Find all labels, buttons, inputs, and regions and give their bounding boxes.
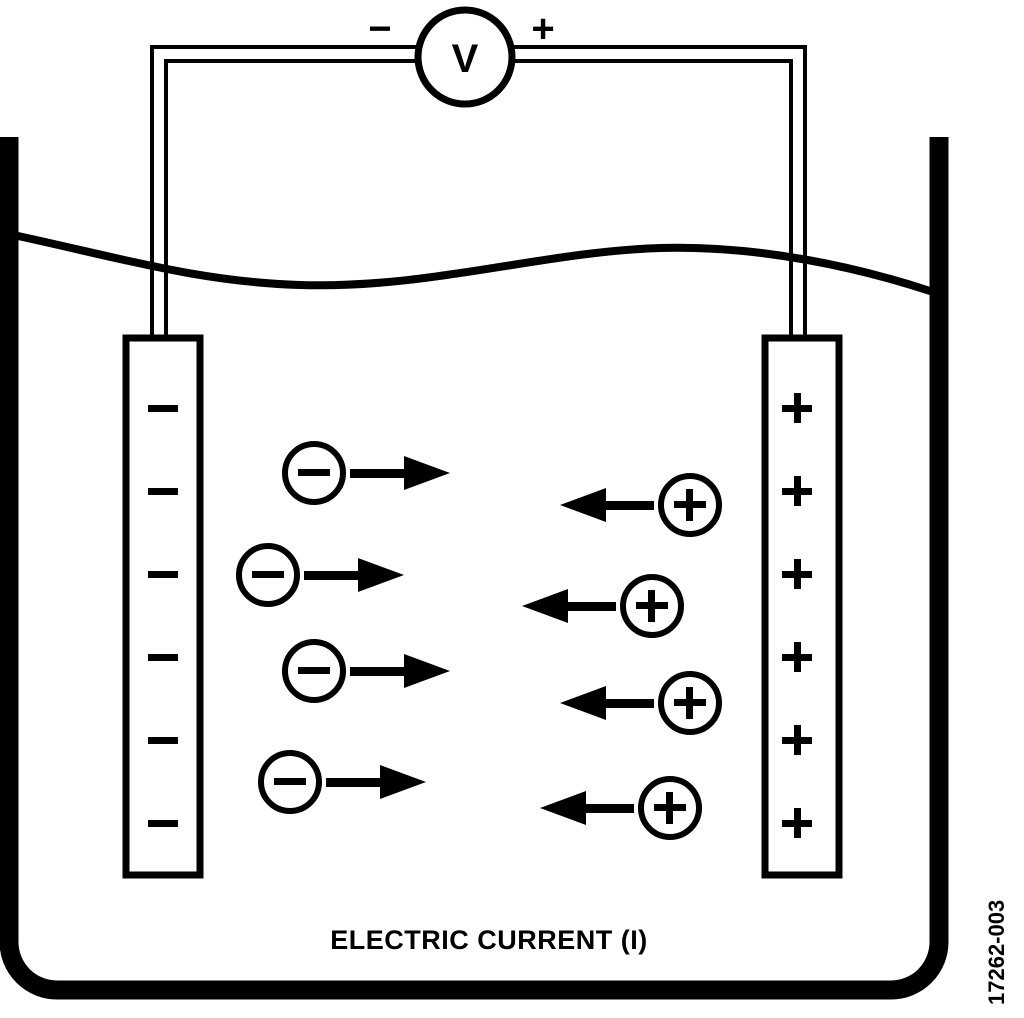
ion-direction-arrow-left [560, 686, 654, 720]
plus-charge-glyph [782, 476, 812, 506]
wire-left-inner [164, 59, 418, 345]
beaker-vessel [0, 137, 949, 1000]
voltmeter-circle [414, 6, 516, 108]
plus-charge-glyph [782, 808, 812, 838]
ion-direction-arrow-right [304, 558, 404, 592]
right-electrode-charges [782, 393, 812, 838]
positive-ion [560, 473, 722, 537]
plus-sign-glyph [654, 792, 686, 824]
negative-ion [236, 543, 404, 607]
ion-direction-arrow-right [350, 654, 450, 688]
plus-charge-glyph [782, 642, 812, 672]
negative-ion-group [236, 441, 450, 814]
ion-direction-arrow-left [540, 791, 634, 825]
plus-charge-glyph [782, 559, 812, 589]
figure-caption: ELECTRIC CURRENT (I) [330, 925, 647, 955]
positive-ion [560, 671, 722, 735]
minus-sign-glyph [298, 667, 330, 674]
liquid-surface-wave [14, 232, 934, 295]
positive-ion [522, 574, 684, 638]
ion-direction-arrow-right [350, 456, 450, 490]
left-electrode-charges [148, 405, 178, 827]
minus-charge-glyph [148, 737, 178, 744]
positive-ion-group [522, 473, 722, 840]
negative-ion [282, 639, 450, 703]
wire-left-outer [150, 45, 418, 345]
negative-ion [258, 750, 426, 814]
plus-charge-glyph [782, 725, 812, 755]
plus-charge-glyph [782, 393, 812, 423]
minus-charge-glyph [148, 571, 178, 578]
positive-ion [540, 776, 702, 840]
minus-sign-glyph [252, 571, 284, 578]
ion-direction-arrow-left [560, 488, 654, 522]
ion-direction-arrow-right [326, 765, 426, 799]
plus-sign-glyph [674, 687, 706, 719]
left-electrode[interactable] [122, 334, 204, 879]
liquid-surface [14, 232, 934, 295]
minus-charge-glyph [148, 405, 178, 412]
negative-ion [282, 441, 450, 505]
minus-charge-glyph [148, 820, 178, 827]
wire-right-inner [512, 59, 793, 345]
left-electrode-body [122, 334, 204, 879]
minus-sign-glyph [274, 778, 306, 785]
minus-charge-glyph [148, 488, 178, 495]
figure-id-label: 17262-003 [984, 900, 1009, 1005]
plus-sign-glyph [636, 590, 668, 622]
minus-charge-glyph [148, 654, 178, 661]
meter-negative-terminal-label: − [368, 7, 391, 51]
beaker-outline [0, 137, 949, 1000]
right-electrode-body [761, 334, 843, 879]
meter-positive-terminal-label: + [531, 7, 554, 51]
plus-sign-glyph [674, 489, 706, 521]
minus-sign-glyph [298, 469, 330, 476]
ion-direction-arrow-left [522, 589, 616, 623]
voltmeter[interactable]: V [414, 6, 516, 108]
voltmeter-symbol: V [452, 37, 479, 81]
right-electrode[interactable] [761, 334, 843, 879]
circuit-wiring [150, 45, 807, 345]
wire-right-outer [512, 45, 807, 345]
